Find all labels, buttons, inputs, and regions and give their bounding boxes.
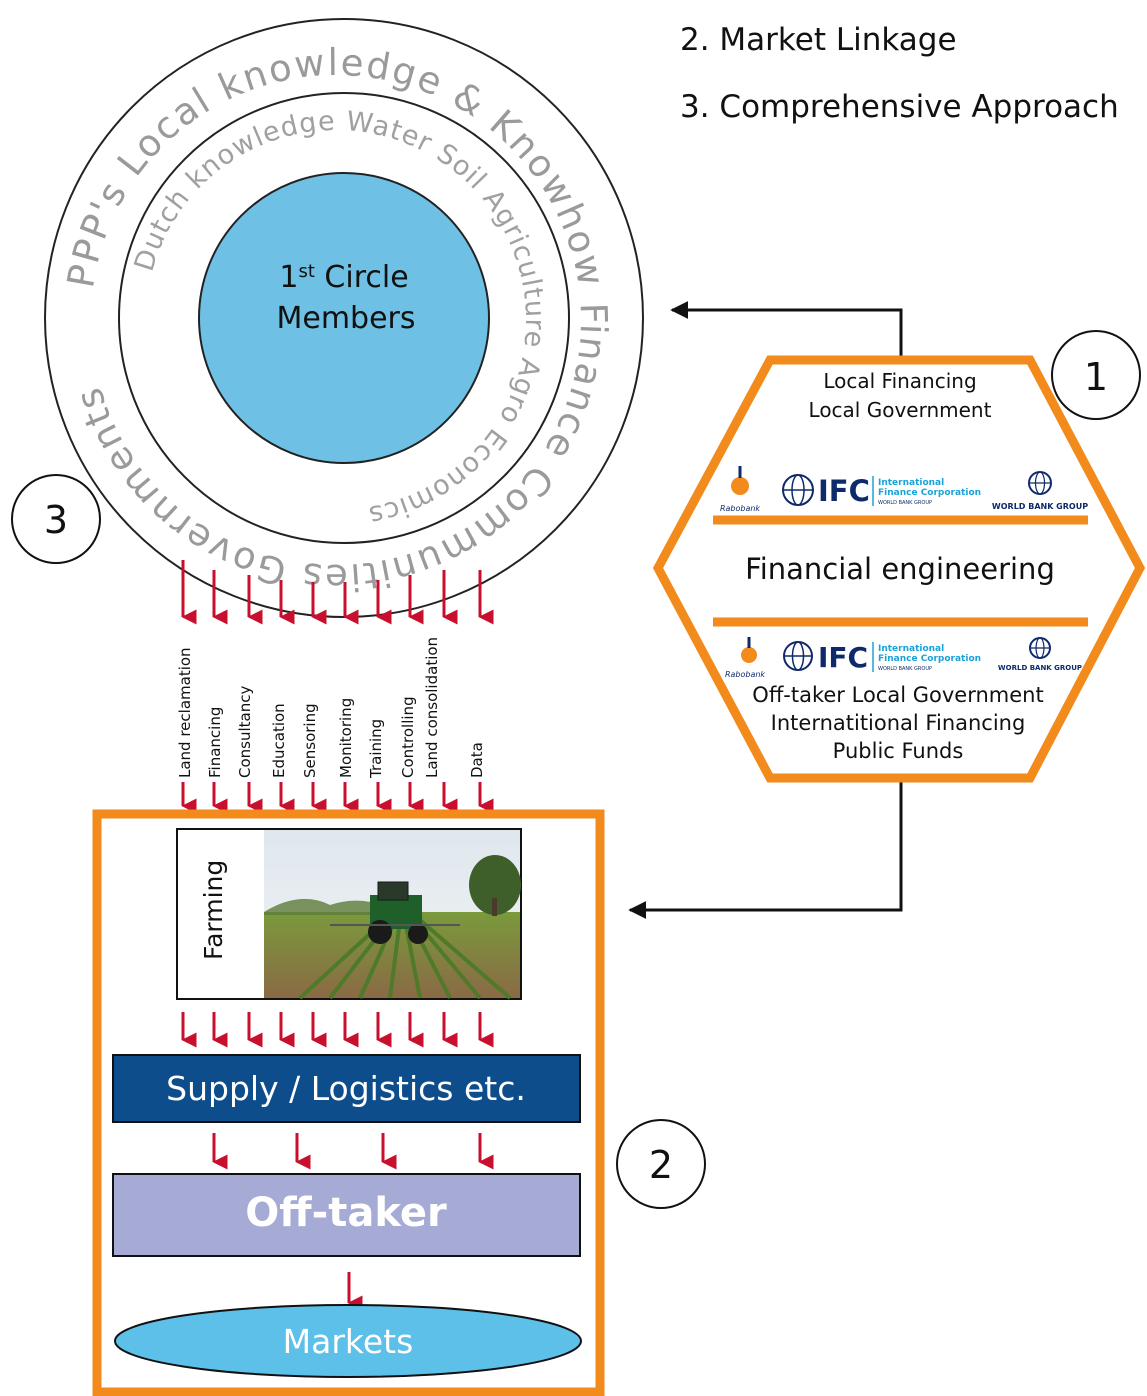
offtaker-box [112,1173,581,1257]
supply-arrows [212,1133,494,1170]
ifc-line1: International [878,478,944,488]
service-label-training: Training [367,719,385,779]
hexagon-top-line1: Local Financing [823,369,976,393]
service-arrows: Land reclamation Financing Consultancy E… [176,560,494,814]
farming-label: Farming [199,860,228,960]
service-label-data: Data [468,742,486,778]
svg-text:Rabobank: Rabobank [720,504,760,513]
svg-text:1: 1 [1084,355,1108,399]
hexagon-outline [652,355,1146,783]
header-item-comprehensive-approach: 3. Comprehensive Approach [680,89,1119,125]
markets-label: Markets [283,1322,414,1361]
financing-hexagon: Local Financing Local Government Raboban… [652,355,1146,783]
ifc-line2: Finance Corporation [878,488,981,498]
service-label-land-consolidation: Land consolidation [423,637,441,778]
rabobank-logo: Rabobank [725,637,765,679]
ifc-line2: Finance Corporation [878,654,981,664]
connector-to-value-chain [628,782,903,919]
service-label-education: Education [270,703,288,778]
ifc-logo-text: IFC [818,641,868,674]
farming-arrows [181,1012,494,1048]
number-marker-1: 1 [1051,330,1141,420]
logo-row-top: Rabobank IFC International Finance Corpo… [720,466,1088,513]
ifc-line3: WORLD BANK GROUP [878,500,932,506]
worldbank-globe-icon [1029,637,1051,659]
ifc-line1: International [878,644,944,654]
center-label-line2: Members [276,301,415,336]
globe-icon [783,641,813,671]
svg-text:Rabobank: Rabobank [725,670,765,679]
worldbank-label: WORLD BANK GROUP [998,664,1082,672]
hexagon-bottom-line3: Public Funds [833,739,964,763]
service-label-consultancy: Consultancy [236,686,254,778]
svg-text:3: 3 [44,498,68,542]
supply-box [112,1054,581,1123]
offtaker-label: Off-taker [245,1190,447,1236]
service-label-sensoring: Sensoring [301,703,319,778]
service-label-land-reclamation: Land reclamation [176,647,194,778]
hexagon-top-line2: Local Government [809,398,992,422]
header-item-market-linkage: 2. Market Linkage [680,22,957,58]
hexagon-bottom-line2: Internatitional Financing [771,711,1026,735]
supply-label: Supply / Logistics etc. [166,1069,526,1108]
globe-icon [782,474,814,506]
svg-text:2: 2 [649,1143,673,1187]
number-marker-3: 3 [11,474,101,564]
service-label-controlling: Controlling [399,696,417,778]
number-marker-2: 2 [616,1119,706,1209]
connector-to-circles [670,301,903,356]
logo-row-bottom: Rabobank IFC International Finance Corpo… [725,637,1082,679]
service-label-financing: Financing [206,707,224,778]
hexagon-bottom-line1: Off-taker Local Government [752,683,1043,707]
circle-diagram: PPP's Local knowledge & Knowhow Finance … [44,18,644,618]
farming-panel: Farming [176,828,522,1000]
farm-photo [264,830,521,1000]
worldbank-globe-icon [1028,471,1052,495]
ifc-logo-text: IFC [818,474,870,508]
rabobank-logo: Rabobank [720,466,760,513]
markets-ellipse [114,1304,582,1378]
worldbank-label: WORLD BANK GROUP [992,502,1088,511]
hexagon-middle-label: Financial engineering [745,552,1055,586]
value-chain-box: Farming [92,809,605,1396]
service-label-monitoring: Monitoring [337,698,355,778]
ifc-line3: WORLD BANK GROUP [878,666,932,672]
center-label-line1: 1st Circle [279,260,408,295]
inner-circle [198,172,490,464]
